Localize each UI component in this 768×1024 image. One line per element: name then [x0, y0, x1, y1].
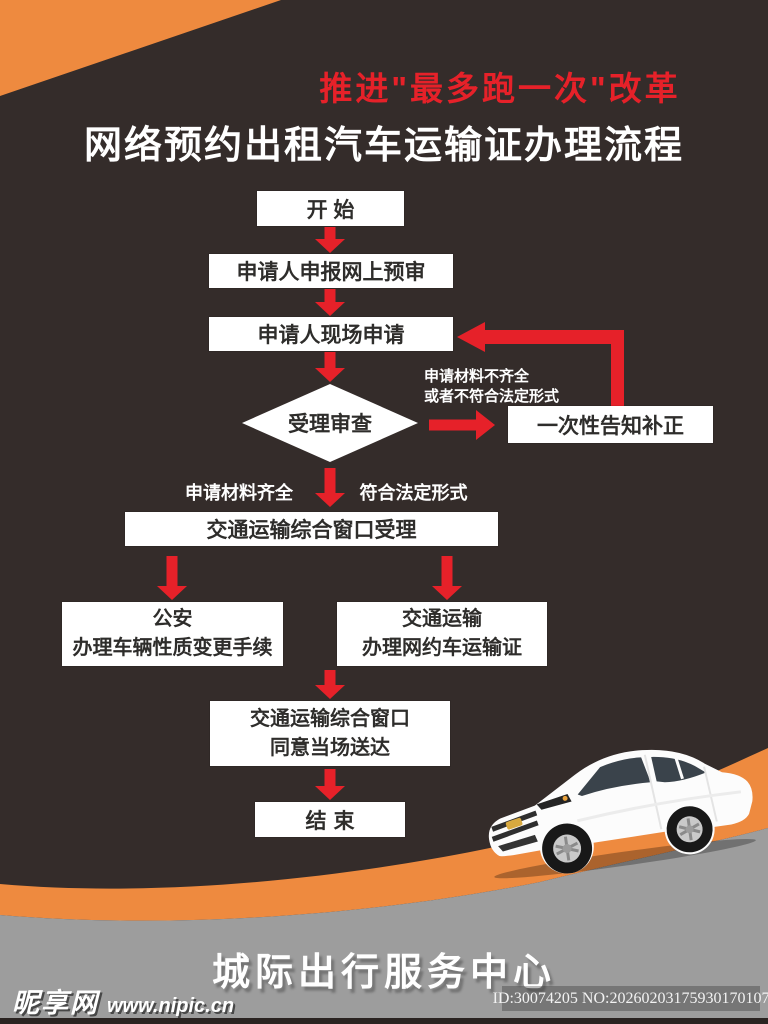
- node-transport-line1: 交通运输: [402, 608, 482, 630]
- page-title: 网络预约出租汽车运输证办理流程: [83, 125, 684, 167]
- gray-band: [0, 828, 768, 1024]
- arrow-branches-to-deliver: [315, 670, 345, 699]
- node-review-label: 受理审查: [288, 413, 372, 436]
- car-grille-bar-bottom: [491, 820, 539, 842]
- arrow-start-to-prereview: [315, 227, 345, 253]
- label-reject-condition: 申请材料不齐全 或者不符合法定形式: [424, 367, 594, 407]
- watermark-site-name: 昵享网: [12, 988, 99, 1018]
- node-onsite-delivery: 交通运输综合窗口 同意当场送达: [210, 701, 450, 766]
- node-end: 结束: [255, 802, 405, 837]
- car-windshield: [577, 757, 651, 796]
- node-police-procedure: 公安 办理车辆性质变更手续: [62, 602, 283, 666]
- node-window-acceptance: 交通运输综合窗口受理: [125, 512, 498, 546]
- node-deliver-line1: 交通运输综合窗口: [250, 707, 410, 730]
- car-side-crease: [577, 790, 742, 823]
- watermark-site-url: www.nipic.cn: [107, 995, 235, 1017]
- node-police-line1: 公安: [152, 608, 193, 630]
- label-legal-form: 符合法定形式: [359, 483, 468, 503]
- label-reject-line1: 申请材料不齐全: [424, 368, 530, 385]
- review-diamond: [242, 384, 418, 462]
- car-illustration: [469, 716, 765, 888]
- node-onetime-correction: 一次性告知补正: [508, 406, 713, 443]
- footer-center-name: 城际出行服务中心: [211, 952, 556, 994]
- car-turn-signal: [562, 795, 568, 801]
- car-lower-intake: [498, 834, 538, 852]
- arrow-correction-back-to-onsite: [457, 322, 624, 406]
- arrow-onsite-to-review: [315, 352, 345, 382]
- watermark-id-badge: ID:30074205 NO:20260203175930170107: [493, 986, 768, 1011]
- node-start: 开 始: [257, 191, 404, 226]
- arrow-review-to-correction: [429, 410, 495, 440]
- label-materials-complete: 申请材料齐全: [185, 483, 293, 503]
- node-police-line2: 办理车辆性质变更手续: [72, 637, 273, 659]
- bottom-edge-strip: [0, 1018, 768, 1024]
- car-bowtie-emblem: [505, 817, 523, 830]
- node-online-pre-review: 申请人申报网上预审: [209, 254, 453, 288]
- label-reject-line2: 或者不符合法定形式: [424, 388, 560, 405]
- watermark-left: 昵享网 www.nipic.cn: [12, 981, 234, 1020]
- node-deliver-line2: 同意当场送达: [270, 736, 390, 759]
- car-b-pillar: [673, 755, 684, 780]
- node-onsite-application: 申请人现场申请: [209, 317, 453, 351]
- arrow-deliver-to-end: [315, 769, 345, 800]
- car-rear-wheel: [666, 806, 713, 853]
- car-front-wheel: [542, 823, 593, 874]
- arrow-review-to-accept: [315, 468, 345, 507]
- car-door-line-rear: [703, 766, 718, 822]
- node-transport-line2: 办理网约车运输证: [362, 637, 522, 659]
- node-transport-certificate: 交通运输 办理网约车运输证: [337, 602, 547, 666]
- white-sedan-graphic: [488, 749, 756, 879]
- arrow-accept-to-police: [157, 556, 187, 600]
- slogan: 推进"最多跑一次"改革: [319, 70, 681, 107]
- arrow-prereview-to-onsite: [315, 289, 345, 316]
- car-door-line-front: [643, 754, 663, 830]
- arrow-accept-to-transport: [432, 556, 462, 600]
